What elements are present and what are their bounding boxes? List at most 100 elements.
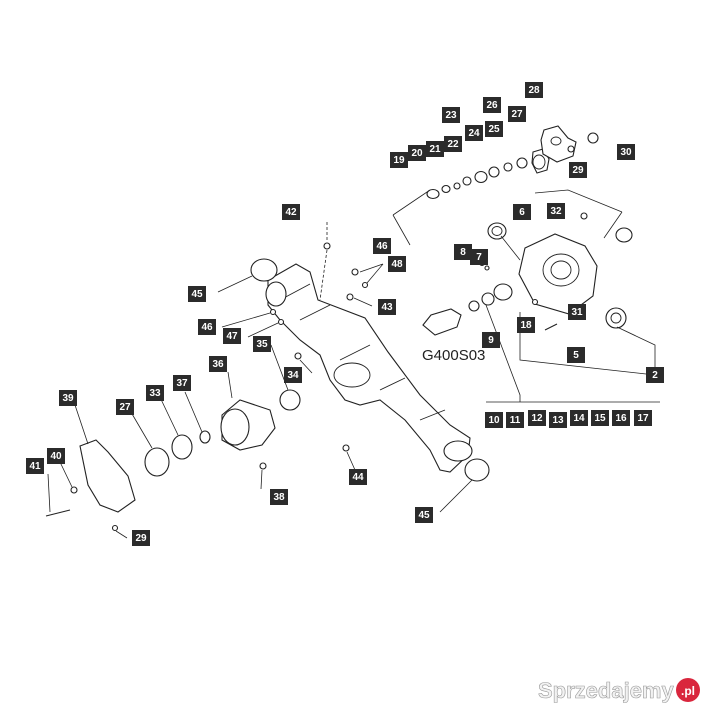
callout-label: 33: [149, 388, 161, 399]
callout-box: [485, 412, 503, 428]
part-ring-37: [199, 430, 211, 444]
callout-box: [568, 304, 586, 320]
callout-27: 27: [116, 399, 134, 415]
callout-45: 45: [415, 507, 433, 523]
callout-label: 24: [468, 128, 480, 139]
callout-box: [209, 356, 227, 372]
part-plug-46-left: [269, 308, 277, 316]
part-bolt-43: [346, 293, 354, 301]
axle-beam: [217, 222, 490, 513]
callout-box: [547, 203, 565, 219]
callout-label: 36: [212, 359, 224, 370]
callout-box: [470, 249, 488, 265]
callout-box: [634, 410, 652, 426]
part-ring-9a: [481, 292, 495, 306]
callout-42: 42: [282, 204, 300, 220]
part-grease-nipple-29: [567, 145, 575, 153]
watermark-suffix: .pl: [681, 684, 695, 698]
callout-label: 34: [287, 370, 299, 381]
callout-box: [591, 410, 609, 426]
part-ring-20: [441, 184, 451, 194]
callout-35: 35: [253, 336, 271, 352]
callout-box: [482, 332, 500, 348]
callout-17: 17: [634, 410, 652, 426]
part-oring-30: [587, 132, 599, 144]
part-washer-7: [484, 265, 490, 271]
part-bolt-38: [259, 462, 267, 470]
callout-label: 13: [552, 415, 564, 426]
callout-label: 26: [486, 100, 498, 111]
callout-box: [570, 410, 588, 426]
callout-label: 8: [460, 247, 466, 258]
callout-5: 5: [567, 347, 585, 363]
callout-31: 31: [568, 304, 586, 320]
callout-label: 27: [119, 402, 131, 413]
callout-18: 18: [517, 317, 535, 333]
callout-label: 12: [531, 413, 543, 424]
callout-box: [528, 410, 546, 426]
callout-label: 45: [418, 510, 430, 521]
callout-box: [146, 385, 164, 401]
axle-flange-left: [265, 281, 287, 307]
callout-33: 33: [146, 385, 164, 401]
part-ring-25: [503, 162, 513, 172]
callout-label: 35: [256, 339, 268, 350]
callout-38: 38: [270, 489, 288, 505]
callout-40: 40: [47, 448, 65, 464]
callout-box: [454, 244, 472, 260]
callout-box: [506, 412, 524, 428]
callout-label: 42: [285, 207, 297, 218]
part-plug-18: [531, 298, 539, 306]
part-ring-22: [462, 176, 472, 186]
callout-label: 9: [488, 335, 494, 346]
callout-label: 39: [62, 393, 74, 404]
callout-39: 39: [59, 390, 77, 406]
callout-6: 6: [513, 204, 531, 220]
callout-box: [59, 390, 77, 406]
callout-box: [646, 367, 664, 383]
callout-box: [567, 347, 585, 363]
callout-10: 10: [485, 412, 503, 428]
callout-label: 22: [447, 139, 459, 150]
part-knuckle-39: [79, 439, 136, 513]
callout-box: [132, 530, 150, 546]
callout-label: 14: [573, 413, 585, 424]
callout-box: [349, 469, 367, 485]
callout-box: [513, 204, 531, 220]
callout-box: [485, 121, 503, 137]
callout-box: [270, 489, 288, 505]
callout-label: 45: [191, 289, 203, 300]
callout-28: 28: [525, 82, 543, 98]
callout-44: 44: [349, 469, 367, 485]
callout-21: 21: [426, 141, 444, 157]
right-housing-parts: [422, 212, 660, 403]
callout-label: 46: [201, 322, 213, 333]
callout-label: 37: [176, 378, 188, 389]
axle-beam-body: [267, 263, 471, 473]
callout-label: 6: [519, 207, 525, 218]
callout-7: 7: [470, 249, 488, 265]
callout-box: [116, 399, 134, 415]
callout-label: 23: [445, 110, 457, 121]
callout-23: 23: [442, 107, 460, 123]
callout-box: [442, 107, 460, 123]
part-bearing-23: [474, 170, 488, 184]
callout-box: [47, 448, 65, 464]
callout-label: 25: [488, 124, 500, 135]
part-ring-26: [516, 157, 528, 169]
callout-30: 30: [617, 144, 635, 160]
part-oring-right: [615, 227, 633, 243]
callout-label: 21: [429, 144, 441, 155]
callout-box: [612, 410, 630, 426]
part-vent-32: [580, 212, 588, 220]
callout-label: 38: [273, 492, 285, 503]
part-grease-40: [70, 486, 78, 494]
part-oring-45-bottom: [464, 458, 490, 482]
part-shaft-g400: [422, 308, 462, 336]
part-knuckle-28: [540, 125, 577, 163]
callout-label: 5: [573, 350, 579, 361]
callout-20: 20: [408, 145, 426, 161]
callout-box: [388, 256, 406, 272]
